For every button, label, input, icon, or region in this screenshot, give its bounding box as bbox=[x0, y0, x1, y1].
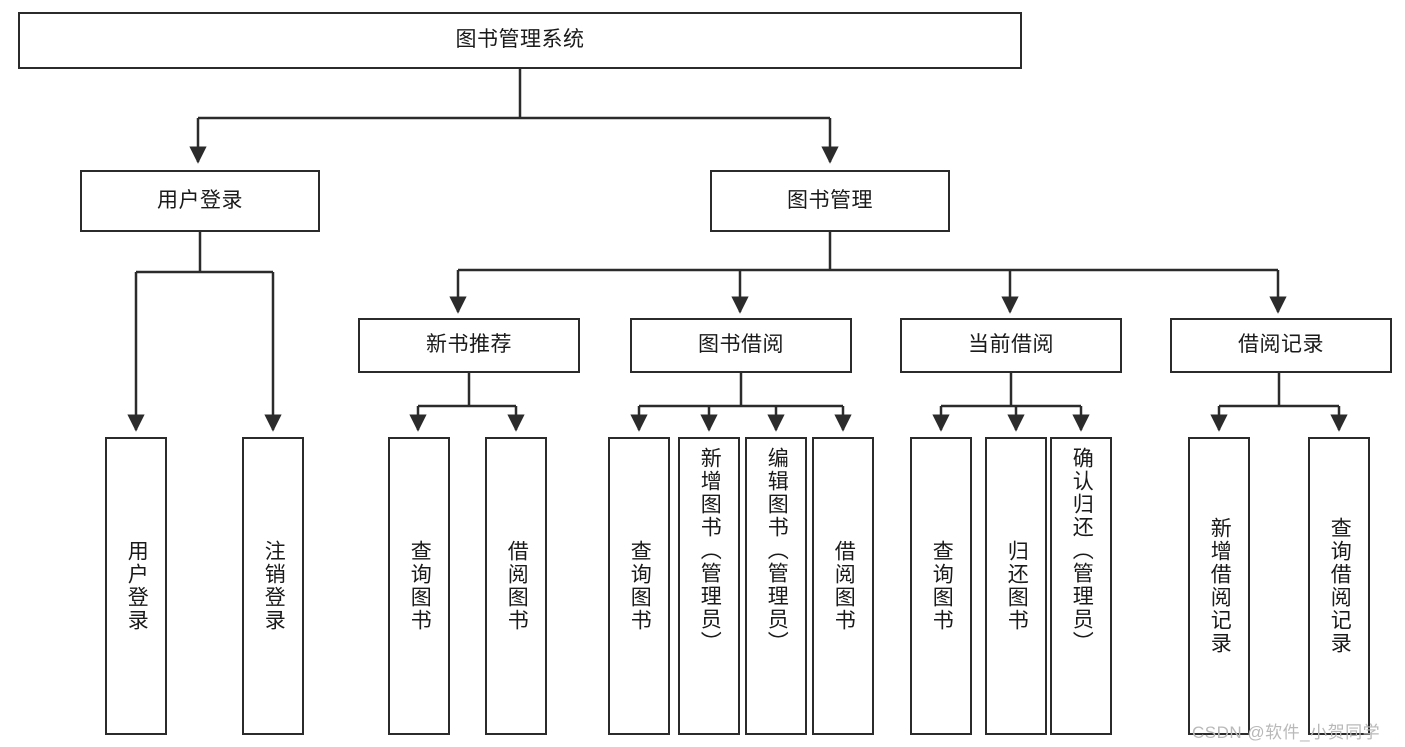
node-leaf-query-book-new[interactable]: 查询图书 bbox=[388, 437, 450, 735]
node-leaf-query-book-borrow[interactable]: 查询图书 bbox=[608, 437, 670, 735]
node-leaf-edit-book-admin[interactable]: 编辑图书（管理员） bbox=[745, 437, 807, 735]
node-label: 借阅记录 bbox=[1238, 333, 1324, 357]
node-new-book-recommend[interactable]: 新书推荐 bbox=[358, 318, 580, 373]
node-label: 查询图书 bbox=[628, 540, 652, 632]
node-label: 注销登录 bbox=[262, 540, 286, 632]
node-label: 新增借阅记录 bbox=[1208, 517, 1232, 655]
node-label: 借阅图书 bbox=[505, 540, 529, 632]
node-label: 查询图书 bbox=[930, 540, 954, 632]
watermark-text: CSDN @软件_小贺同学 bbox=[1192, 723, 1381, 742]
node-leaf-confirm-return-admin[interactable]: 确认归还（管理员） bbox=[1050, 437, 1112, 735]
node-leaf-borrow-book[interactable]: 借阅图书 bbox=[812, 437, 874, 735]
node-label: 当前借阅 bbox=[968, 333, 1054, 357]
node-leaf-query-borrow-record[interactable]: 查询借阅记录 bbox=[1308, 437, 1370, 735]
node-label: 查询借阅记录 bbox=[1328, 517, 1352, 655]
node-book-management[interactable]: 图书管理 bbox=[710, 170, 950, 232]
node-leaf-borrow-book-new[interactable]: 借阅图书 bbox=[485, 437, 547, 735]
node-label: 用户登录 bbox=[125, 540, 149, 632]
node-label: 新书推荐 bbox=[426, 333, 512, 357]
node-label: 用户登录 bbox=[157, 188, 243, 212]
node-label: 查询图书 bbox=[408, 540, 432, 632]
node-leaf-return-book[interactable]: 归还图书 bbox=[985, 437, 1047, 735]
node-leaf-user-login[interactable]: 用户登录 bbox=[105, 437, 167, 735]
node-label: 图书管理系统 bbox=[455, 28, 585, 52]
node-label: 归还图书 bbox=[1005, 540, 1029, 632]
node-borrow-record[interactable]: 借阅记录 bbox=[1170, 318, 1392, 373]
node-leaf-query-book-current[interactable]: 查询图书 bbox=[910, 437, 972, 735]
node-label: 新增图书（管理员） bbox=[698, 447, 722, 654]
node-book-borrow[interactable]: 图书借阅 bbox=[630, 318, 852, 373]
node-label: 图书借阅 bbox=[698, 333, 784, 357]
node-leaf-add-book-admin[interactable]: 新增图书（管理员） bbox=[678, 437, 740, 735]
node-current-borrow[interactable]: 当前借阅 bbox=[900, 318, 1122, 373]
node-label: 图书管理 bbox=[787, 188, 873, 212]
node-root-system[interactable]: 图书管理系统 bbox=[18, 12, 1022, 69]
node-leaf-logout[interactable]: 注销登录 bbox=[242, 437, 304, 735]
node-label: 编辑图书（管理员） bbox=[765, 447, 789, 654]
node-leaf-add-borrow-record[interactable]: 新增借阅记录 bbox=[1188, 437, 1250, 735]
node-label: 借阅图书 bbox=[832, 540, 856, 632]
node-user-login[interactable]: 用户登录 bbox=[80, 170, 320, 232]
node-label: 确认归还（管理员） bbox=[1070, 447, 1094, 654]
